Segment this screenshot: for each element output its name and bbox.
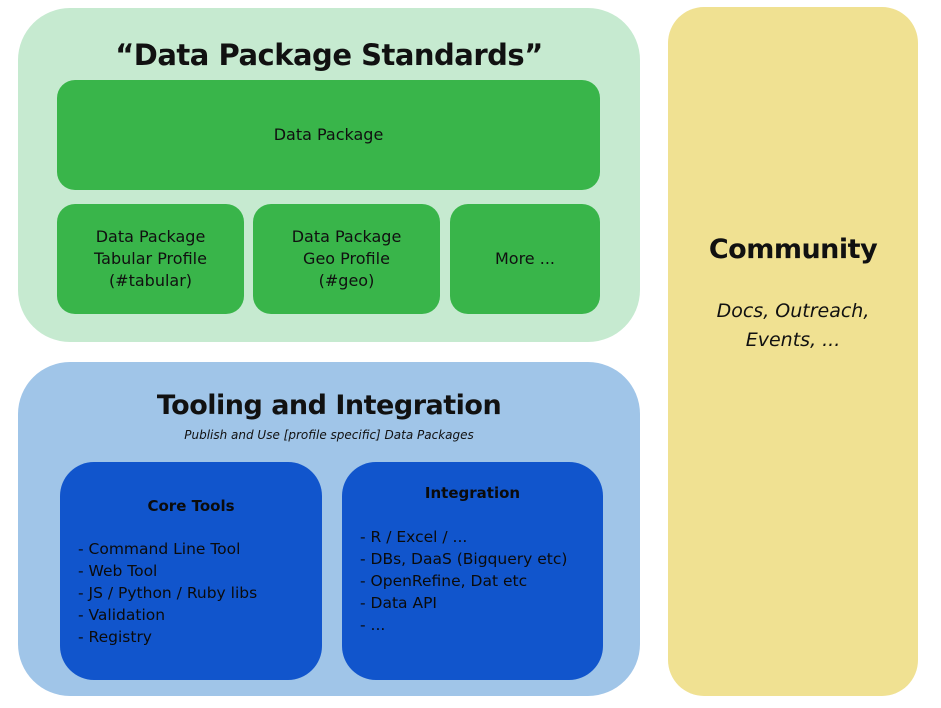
list-item: OpenRefine, Dat etc [360, 570, 567, 592]
community-title: Community [708, 234, 878, 265]
list-item: Registry [78, 626, 257, 648]
core-tools-list: Command Line Tool Web Tool JS / Python /… [78, 538, 258, 648]
core-tools-box: Core Tools Command Line Tool Web Tool JS… [60, 462, 322, 680]
data-package-box: Data Package [57, 80, 600, 190]
list-item: Command Line Tool [78, 538, 257, 560]
list-item: JS / Python / Ruby libs [78, 582, 258, 604]
tooling-integration-panel: Tooling and Integration Publish and Use … [18, 362, 640, 696]
list-item: DBs, DaaS (Bigquery etc) [360, 548, 568, 570]
geo-profile-box: Data Package Geo Profile (#geo) [253, 204, 440, 314]
more-profiles-box: More ... [450, 204, 600, 314]
list-item: R / Excel / ... [360, 526, 567, 548]
list-item: Data API [360, 592, 567, 614]
integration-box: Integration R / Excel / ... DBs, DaaS (B… [342, 462, 603, 680]
tooling-title: Tooling and Integration [156, 390, 502, 421]
integration-list: R / Excel / ... DBs, DaaS (Bigquery etc)… [360, 526, 568, 636]
community-panel: Community Docs, Outreach, Events, ... [668, 7, 918, 696]
tabular-profile-box: Data Package Tabular Profile (#tabular) [57, 204, 244, 314]
list-item: Validation [78, 604, 257, 626]
standards-title: “Data Package Standards” [115, 38, 543, 72]
core-tools-title: Core Tools [147, 497, 235, 515]
integration-title: Integration [424, 484, 521, 502]
list-item: Web Tool [78, 560, 257, 582]
tooling-subtitle: Publish and Use [profile specific] Data … [184, 428, 474, 442]
community-description: Docs, Outreach, Events, ... [716, 300, 870, 351]
list-item: ... [360, 614, 567, 636]
data-package-standards-panel: “Data Package Standards” Data Package Da… [18, 8, 640, 342]
